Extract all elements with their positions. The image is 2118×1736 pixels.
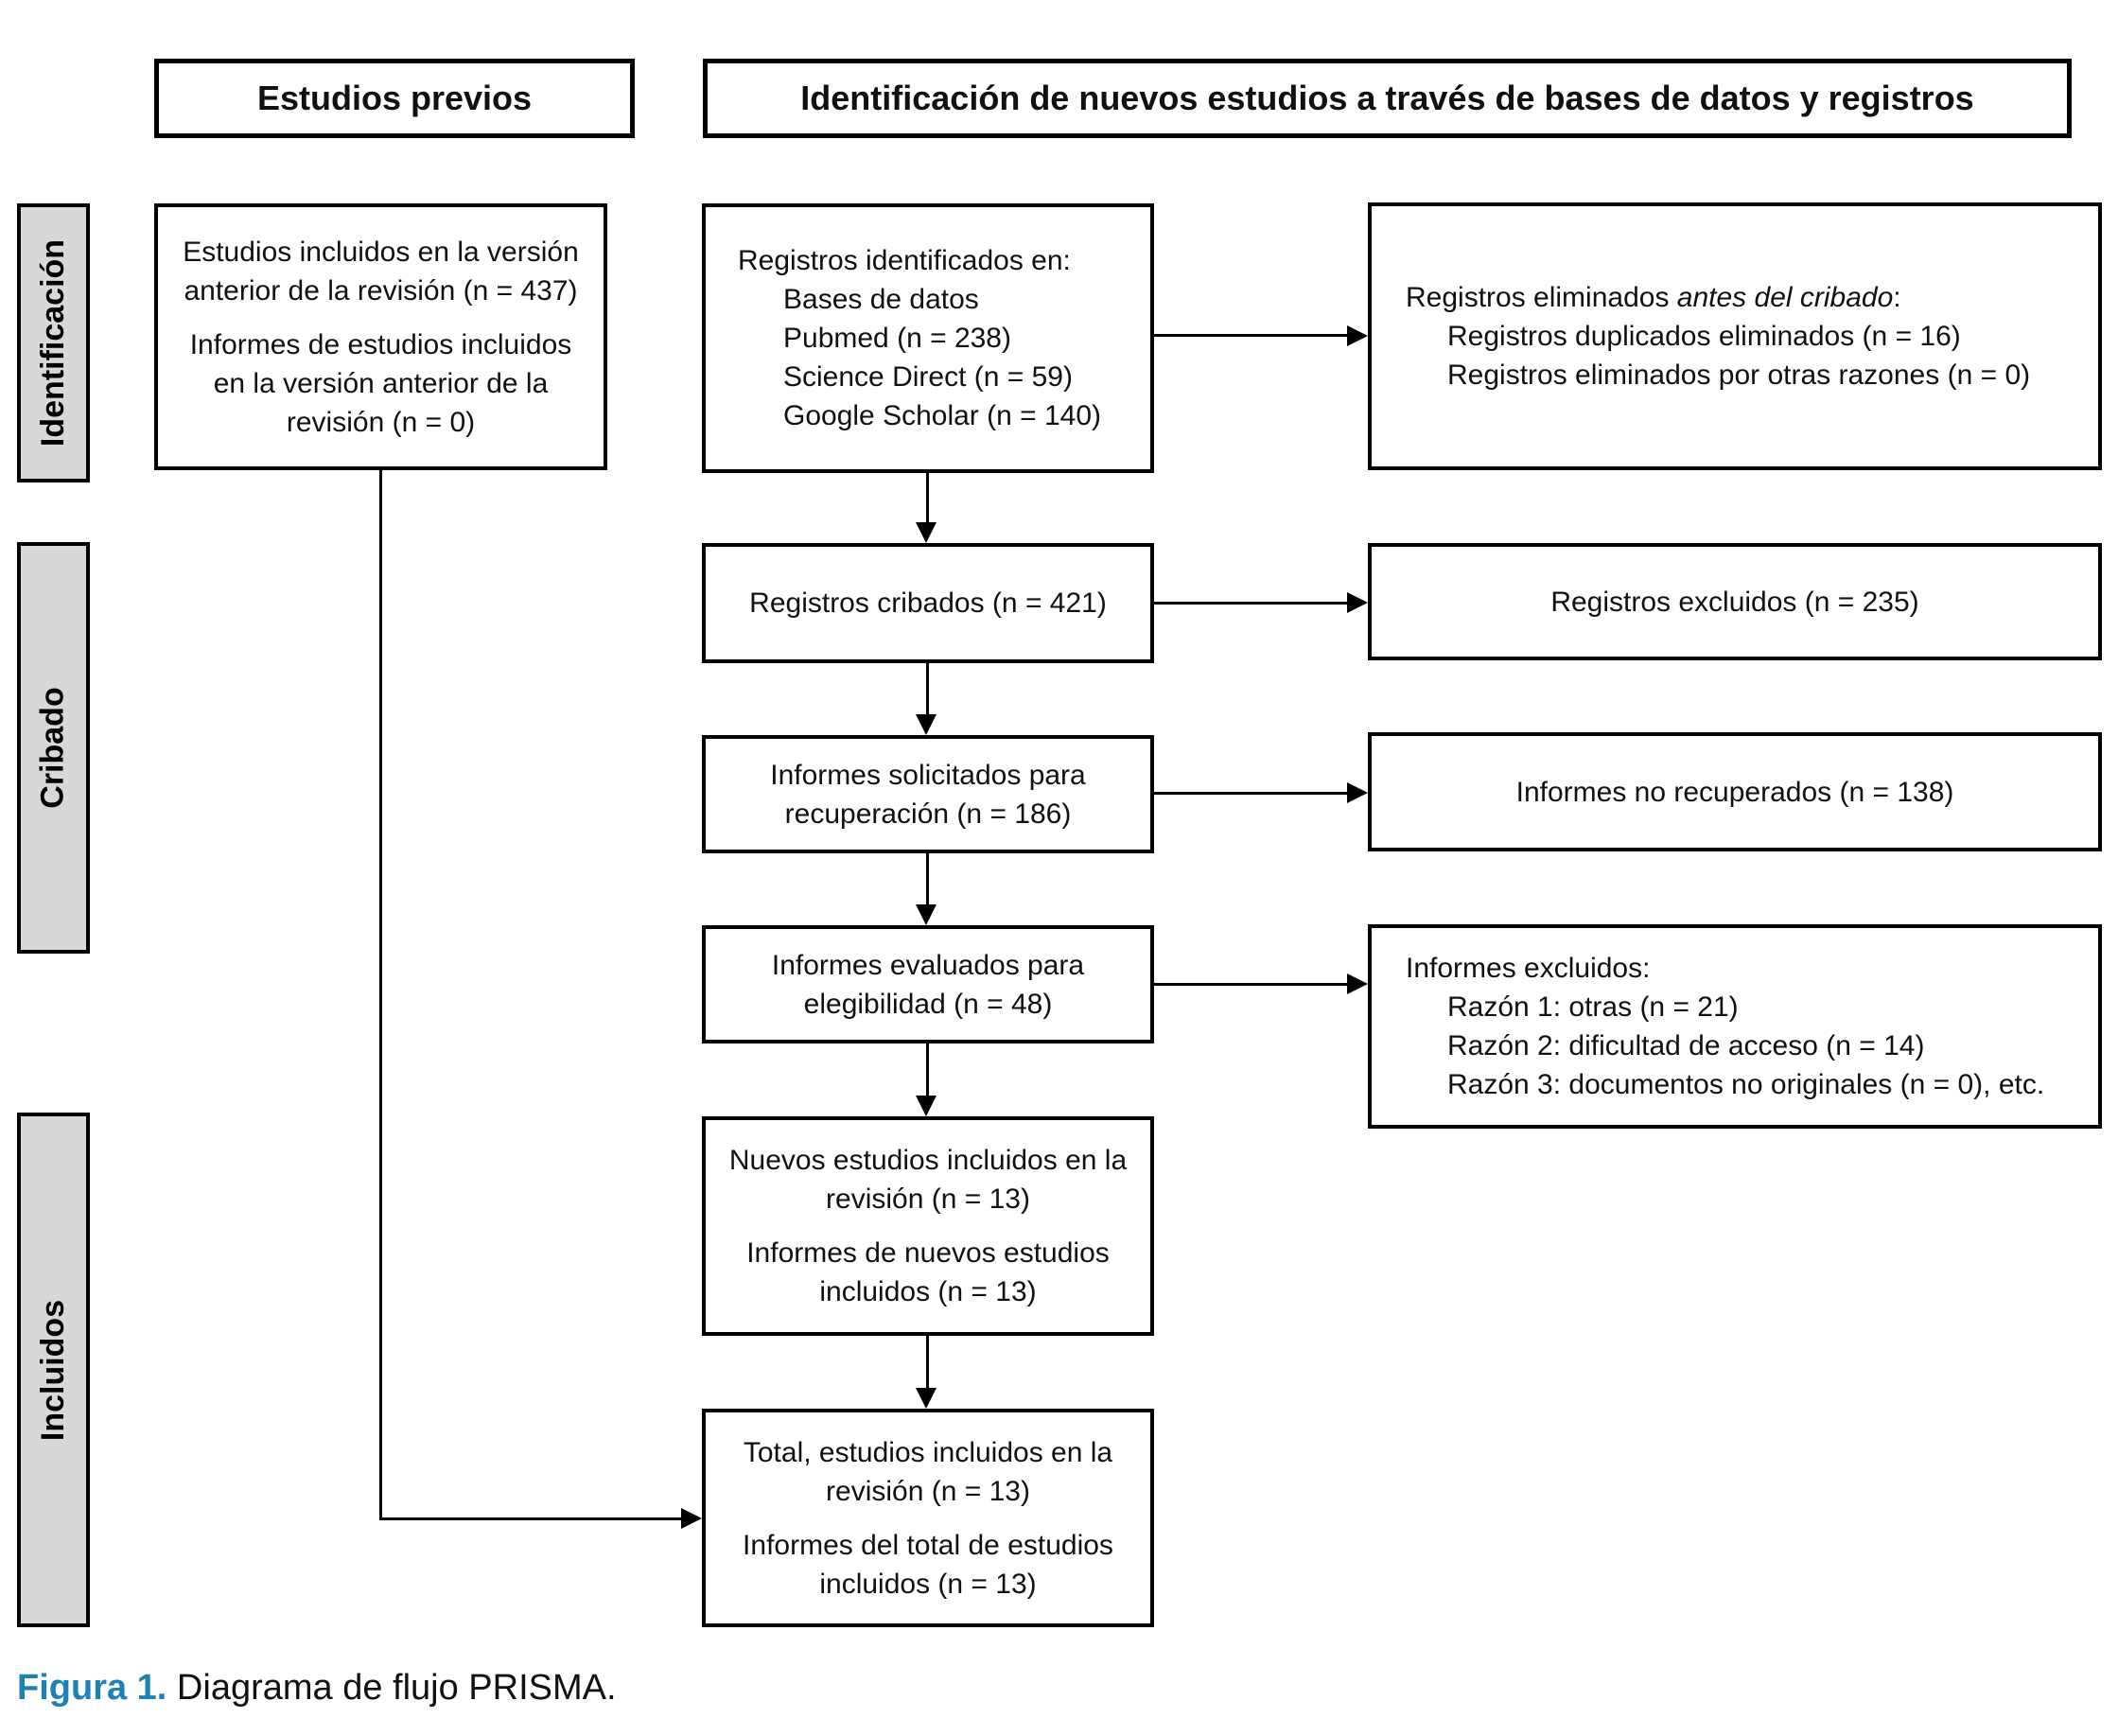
box-reports-sought: Informes solicitados para recuperación (… xyxy=(702,735,1154,853)
arrow-assessed-to-new-studies-line xyxy=(926,1042,929,1097)
box-total-studies-included: Total, estudios incluidos en la revisión… xyxy=(702,1409,1154,1627)
total-studies-para2: Informes del total de estudios incluidos… xyxy=(743,1529,1113,1600)
figure-caption-label: Figura 1. xyxy=(17,1668,167,1708)
arrow-sought-to-not-retrieved-head xyxy=(1347,782,1368,803)
connector-previous-to-total-hline xyxy=(379,1517,683,1520)
stage-label-screening: Cribado xyxy=(35,687,72,809)
arrow-assessed-to-reports-excluded-head xyxy=(1347,973,1368,994)
records-excluded-label: Registros excluidos (n = 235) xyxy=(1550,586,1919,618)
reports-sought-label: Informes solicitados para recuperación (… xyxy=(770,759,1086,830)
records-removed-title-italic: antes del cribado xyxy=(1676,282,1894,313)
records-removed-title-suffix: : xyxy=(1893,282,1901,313)
header-previous-studies: Estudios previos xyxy=(154,59,635,138)
arrow-sought-to-not-retrieved-line xyxy=(1152,792,1349,795)
connector-previous-to-total-vline xyxy=(379,470,382,1520)
reports-assessed-label: Informes evaluados para elegibilidad (n … xyxy=(771,949,1085,1020)
box-reports-excluded: Informes excluidos: Razón 1: otras (n = … xyxy=(1368,924,2102,1129)
reports-excluded-item: Razón 1: otras (n = 21) xyxy=(1447,991,1739,1023)
previous-version-para1: Estudios incluidos en la versión anterio… xyxy=(183,236,579,307)
arrow-sought-to-assessed-line xyxy=(926,851,929,906)
box-previous-version-studies: Estudios incluidos en la versión anterio… xyxy=(154,203,607,470)
figure-caption-text: Diagrama de flujo PRISMA. xyxy=(166,1668,617,1708)
box-records-screened: Registros cribados (n = 421) xyxy=(702,543,1154,663)
box-records-identified: Registros identificados en: Bases de dat… xyxy=(702,203,1154,473)
arrow-identified-to-removed-line xyxy=(1152,334,1349,337)
records-removed-item: Registros duplicados eliminados (n = 16) xyxy=(1447,321,1961,352)
arrow-screened-to-excluded-head xyxy=(1347,592,1368,613)
box-reports-not-retrieved: Informes no recuperados (n = 138) xyxy=(1368,732,2102,851)
stage-bar-included: Incluidos xyxy=(17,1113,90,1627)
stage-label-identification: Identificación xyxy=(35,238,72,447)
reports-not-retrieved-label: Informes no recuperados (n = 138) xyxy=(1515,776,1954,808)
arrow-new-to-total-line xyxy=(926,1334,929,1390)
records-identified-item: Science Direct (n = 59) xyxy=(783,361,1073,393)
records-removed-title: Registros eliminados antes del cribado: xyxy=(1406,278,1901,317)
connector-previous-to-total-head xyxy=(681,1508,702,1529)
records-removed-item: Registros eliminados por otras razones (… xyxy=(1447,359,2031,391)
arrow-screened-to-sought-line xyxy=(926,661,929,716)
arrow-assessed-to-new-studies-head xyxy=(916,1096,936,1116)
box-new-studies-included: Nuevos estudios incluidos en la revisión… xyxy=(702,1116,1154,1336)
previous-version-para2: Informes de estudios incluidos en la ver… xyxy=(189,328,572,438)
total-studies-para1: Total, estudios incluidos en la revisión… xyxy=(743,1436,1113,1507)
arrow-screened-to-excluded-line xyxy=(1152,602,1349,605)
header-previous-studies-label: Estudios previos xyxy=(256,79,533,117)
stage-bar-identification: Identificación xyxy=(17,203,90,482)
arrow-identified-to-screened-line xyxy=(926,471,929,524)
header-identification-new-studies: Identificación de nuevos estudios a trav… xyxy=(703,59,2072,138)
arrow-screened-to-sought-head xyxy=(916,714,936,735)
records-identified-item: Bases de datos xyxy=(783,284,979,315)
records-identified-item: Google Scholar (n = 140) xyxy=(783,400,1102,431)
reports-excluded-item: Razón 3: documentos no originales (n = 0… xyxy=(1447,1069,2045,1100)
header-identification-new-studies-label: Identificación de nuevos estudios a trav… xyxy=(800,79,1974,117)
new-studies-para2: Informes de nuevos estudios incluidos (n… xyxy=(746,1237,1110,1307)
box-records-removed: Registros eliminados antes del cribado: … xyxy=(1368,202,2102,470)
box-records-excluded: Registros excluidos (n = 235) xyxy=(1368,543,2102,660)
records-identified-item: Pubmed (n = 238) xyxy=(783,323,1011,354)
arrow-new-to-total-head xyxy=(916,1388,936,1409)
arrow-identified-to-removed-head xyxy=(1347,325,1368,346)
arrow-identified-to-screened-head xyxy=(916,522,936,543)
box-reports-assessed: Informes evaluados para elegibilidad (n … xyxy=(702,925,1154,1043)
stage-bar-screening: Cribado xyxy=(17,542,90,954)
records-removed-title-prefix: Registros eliminados xyxy=(1406,282,1677,313)
reports-excluded-item: Razón 2: dificultad de acceso (n = 14) xyxy=(1447,1030,1925,1061)
figure-caption: Figura 1. Diagrama de flujo PRISMA. xyxy=(17,1668,617,1709)
arrow-sought-to-assessed-head xyxy=(916,904,936,925)
new-studies-para1: Nuevos estudios incluidos en la revisión… xyxy=(728,1145,1128,1215)
arrow-assessed-to-reports-excluded-line xyxy=(1152,983,1349,986)
stage-label-included: Incluidos xyxy=(35,1299,72,1441)
reports-excluded-title: Informes excluidos: xyxy=(1406,953,1651,984)
records-screened-label: Registros cribados (n = 421) xyxy=(749,587,1107,619)
records-identified-title: Registros identificados en: xyxy=(738,245,1071,276)
